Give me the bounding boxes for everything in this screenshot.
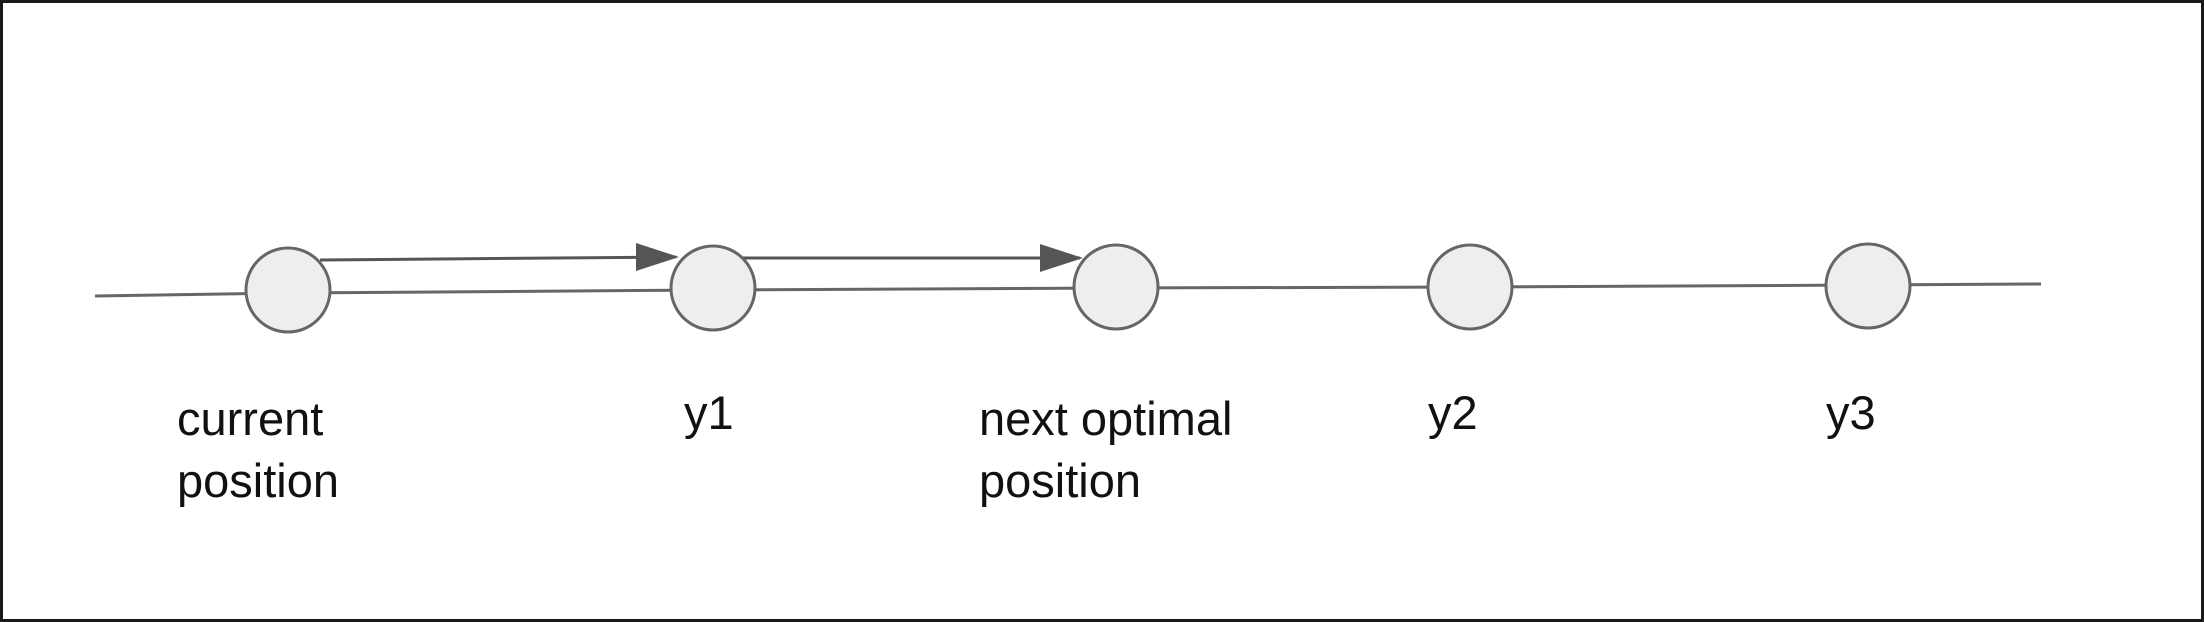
label-current-position: current position [177, 388, 339, 512]
node-current-position [244, 246, 332, 334]
baseline-line [94, 282, 2042, 298]
label-y2: y2 [1428, 382, 1478, 444]
label-line: position [177, 454, 339, 507]
label-y3: y3 [1826, 382, 1876, 444]
node-y3 [1824, 242, 1912, 330]
node-next-optimal-position [1072, 243, 1160, 331]
arrowhead-current-to-y1 [636, 243, 679, 271]
edge-current-to-y1 [319, 255, 677, 262]
label-line: y1 [684, 386, 734, 439]
label-line: y3 [1826, 386, 1876, 439]
node-y1 [669, 244, 757, 332]
label-line: position [979, 454, 1141, 507]
label-line: next optimal [979, 392, 1233, 445]
node-y2 [1426, 243, 1514, 331]
label-line: y2 [1428, 386, 1478, 439]
label-line: current [177, 392, 324, 445]
arrowhead-y1-to-next [1040, 244, 1083, 272]
label-next-optimal-position: next optimal position [979, 388, 1232, 512]
label-y1: y1 [684, 382, 734, 444]
